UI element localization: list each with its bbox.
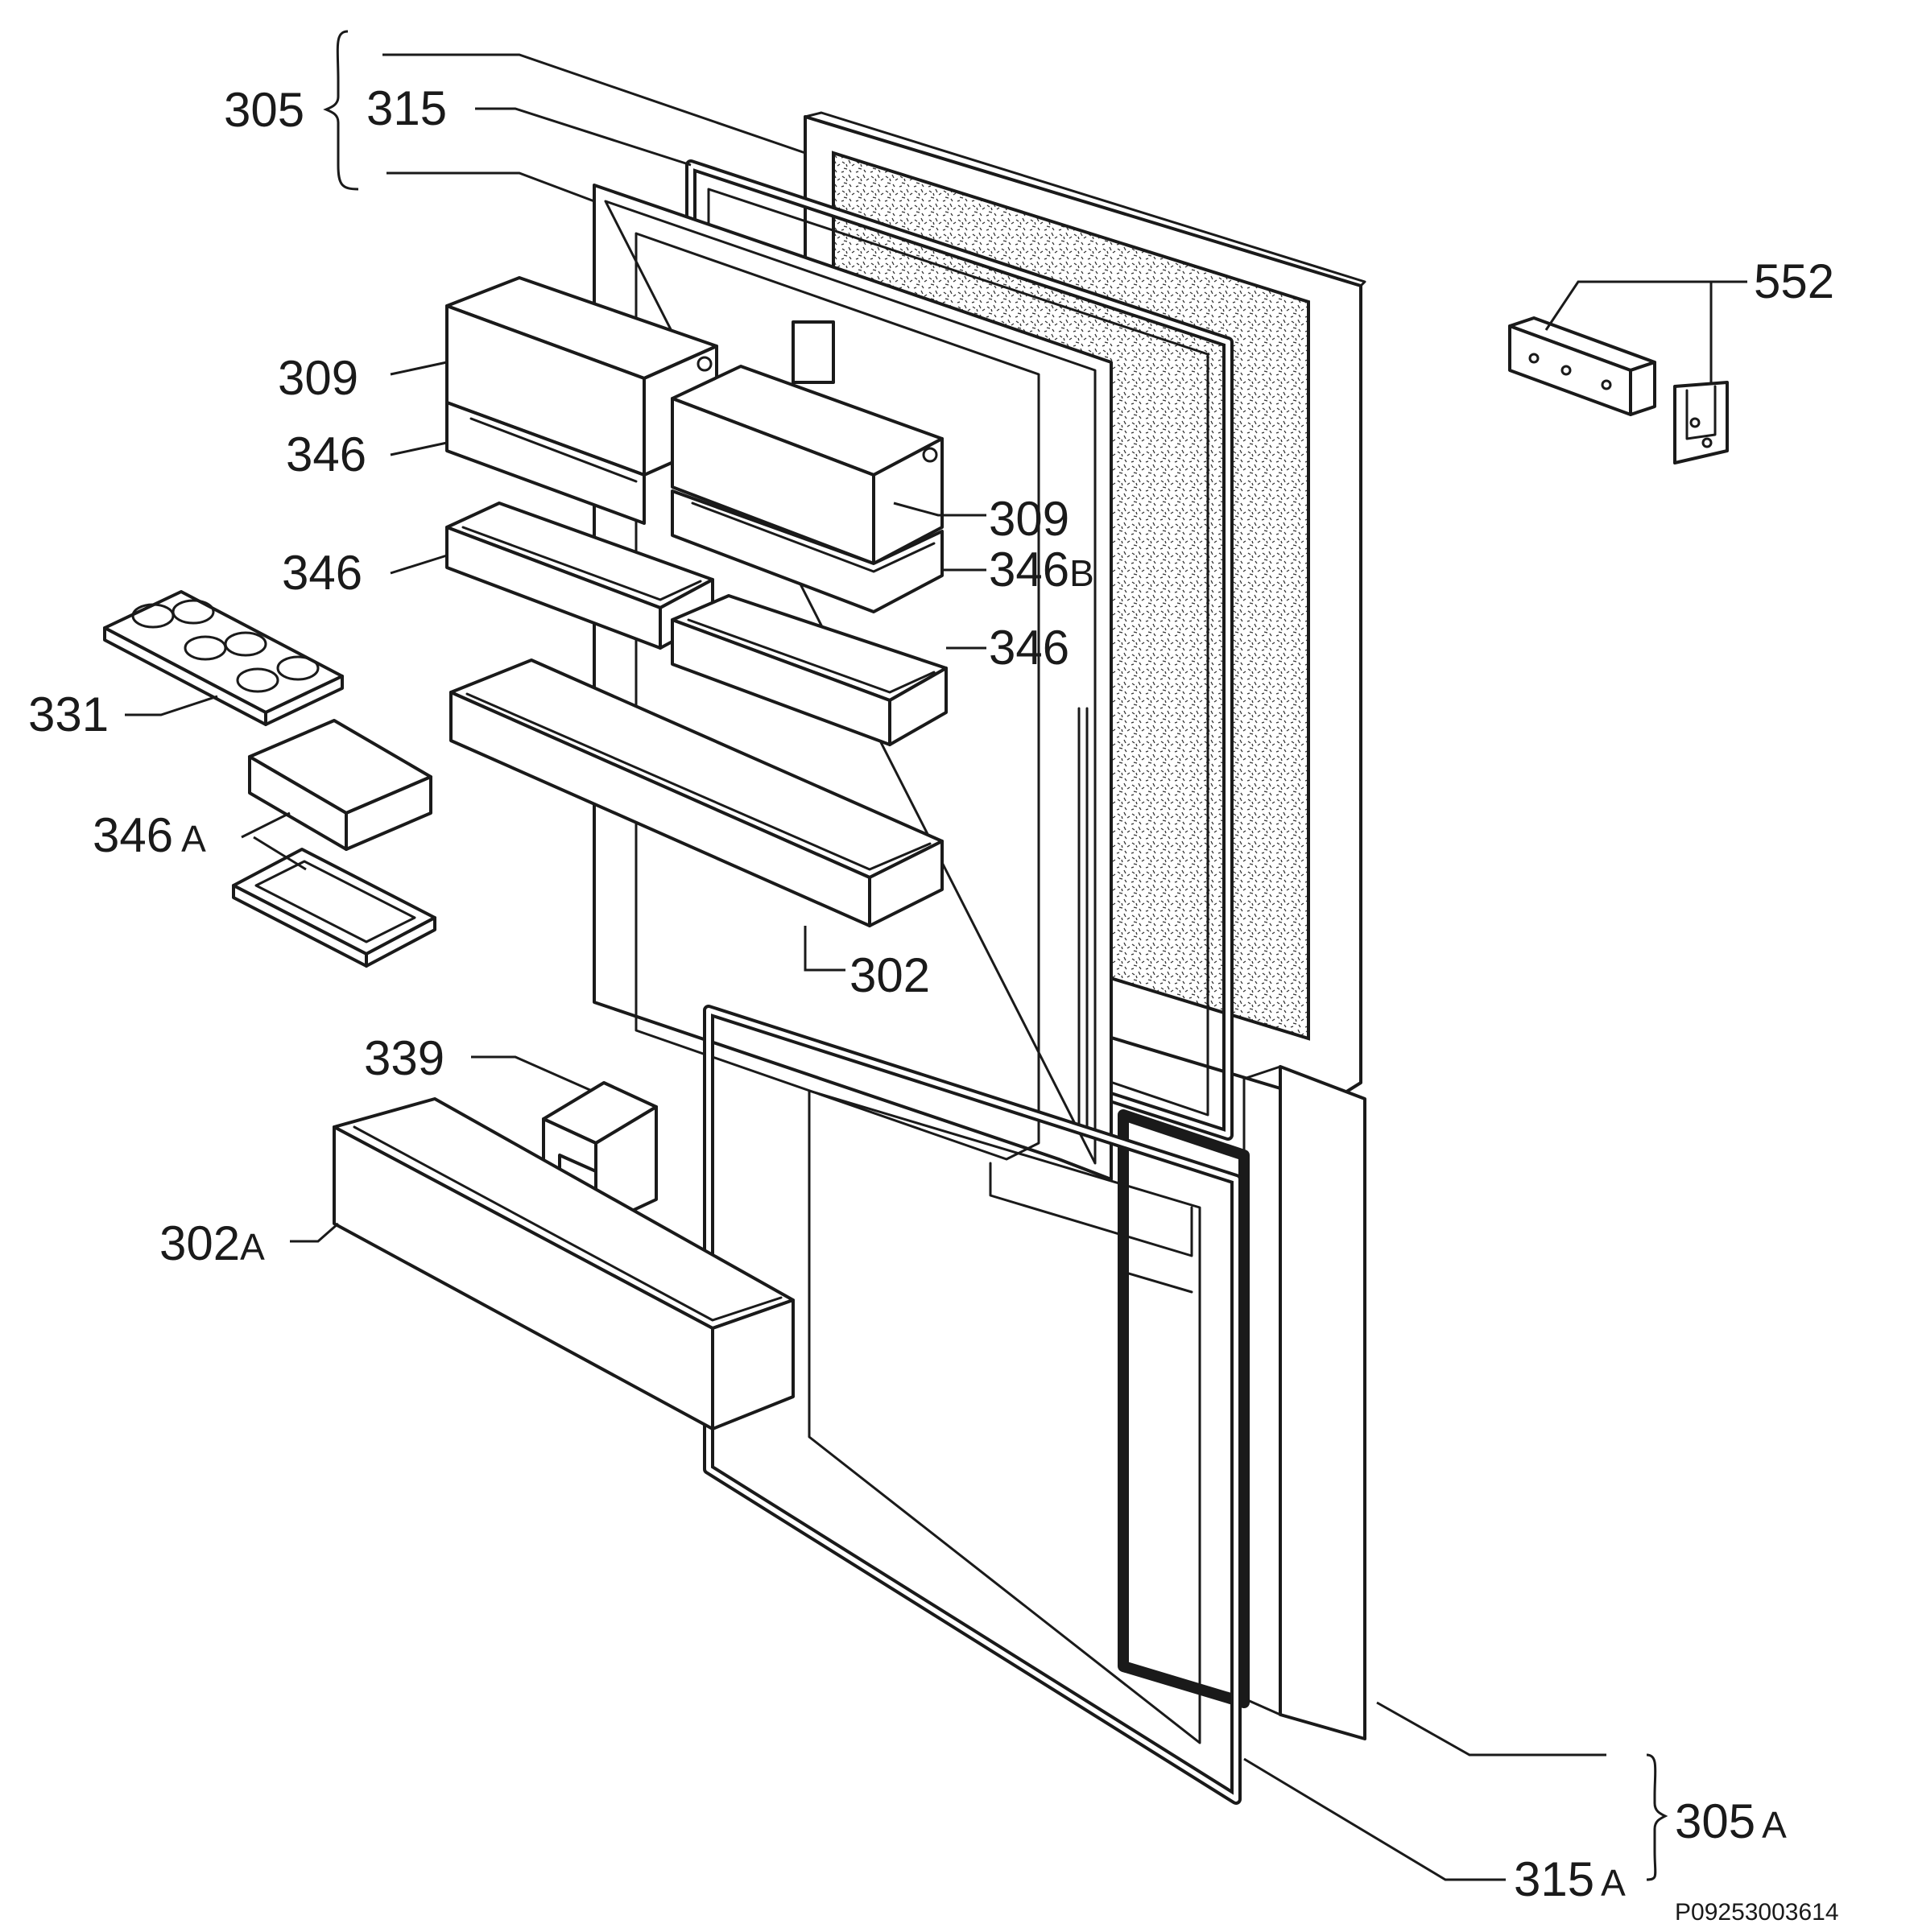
- butter-cover-left: [445, 276, 718, 477]
- butter-tray-left: [445, 401, 646, 525]
- butter-cover-right: [671, 365, 944, 565]
- butter-tray-right: [671, 489, 944, 613]
- label-346-right-shelf: 346: [989, 621, 1069, 675]
- label-302: 302: [849, 948, 930, 1002]
- lower-door-inner-liner: [808, 1089, 1201, 1744]
- storage-box-tray: [232, 848, 436, 968]
- egg-tray: [103, 590, 344, 726]
- door-shelf-right: [671, 594, 948, 746]
- liner-hinge-boss: [792, 320, 835, 384]
- label-331: 331: [28, 687, 109, 741]
- hinge-bracket: [1673, 381, 1729, 464]
- label-315: 315: [366, 81, 447, 135]
- label-305: 305: [224, 83, 304, 137]
- label-339: 339: [364, 1031, 444, 1085]
- label-346-upper: 346: [286, 427, 366, 481]
- lower-door-outer-panel: [1242, 1065, 1366, 1740]
- bottle-clip: [542, 1081, 658, 1229]
- part-labels: 305 315 552 309 346 309 346B 346 346 331…: [28, 81, 1839, 1926]
- storage-box-lid: [248, 719, 432, 851]
- label-302a: 302A: [159, 1216, 265, 1270]
- drawing-code: P09253003614: [1675, 1899, 1839, 1926]
- door-shelf-large: [449, 658, 944, 927]
- label-552: 552: [1754, 254, 1834, 308]
- label-346-left-shelf: 346: [282, 546, 362, 600]
- hinge-cover: [1508, 316, 1656, 416]
- leader-lines: [125, 30, 1747, 1881]
- door-shelf-bottom: [333, 1097, 795, 1430]
- label-346b: 346B: [989, 543, 1094, 597]
- label-309-right: 309: [989, 492, 1069, 546]
- label-309-left: 309: [278, 351, 358, 405]
